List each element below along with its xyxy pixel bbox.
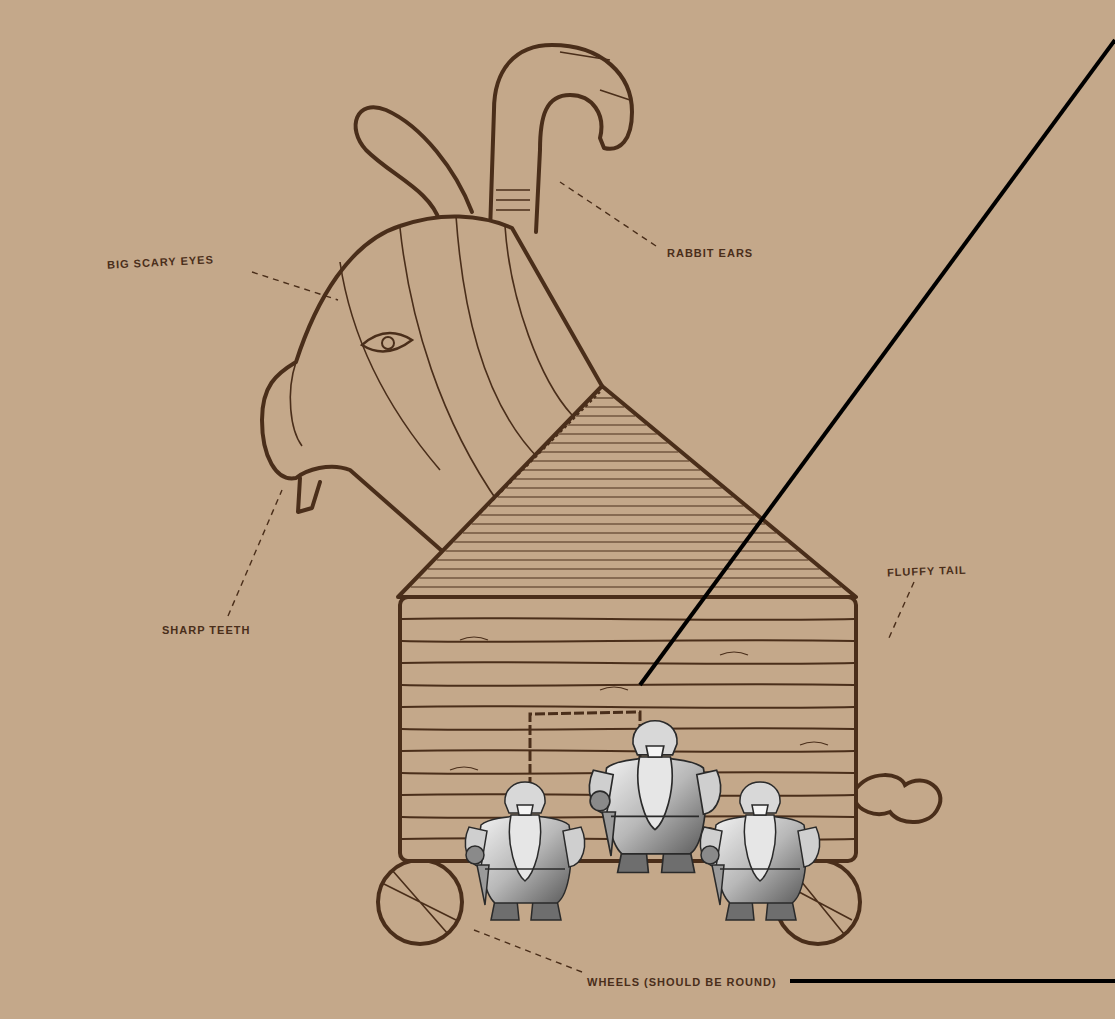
wood-grain (720, 652, 748, 655)
roof-hatch (593, 397, 613, 398)
roof (398, 386, 856, 597)
dwarf-mace (590, 791, 610, 811)
leader-line (560, 182, 656, 246)
dwarf-arm (589, 770, 613, 814)
wheel-plank (384, 870, 456, 934)
dwarf-dagger (477, 865, 489, 905)
wood-grain (450, 767, 478, 770)
wheel (378, 860, 462, 944)
roof-hatch (437, 559, 809, 560)
leader-line (474, 930, 582, 972)
roof-hatch (532, 460, 689, 461)
roof-hatch (480, 514, 754, 515)
horizontal-line (790, 979, 1115, 983)
roof-hatch (559, 433, 657, 434)
plank-line (505, 226, 572, 415)
dwarf-belt (611, 816, 699, 818)
roof-hatch (524, 469, 700, 470)
dwarf-body (479, 816, 571, 903)
dwarf-arm (798, 827, 820, 867)
leader-line (228, 490, 282, 616)
dwarf-figure (465, 782, 584, 920)
roof-hatch (550, 442, 668, 443)
log-line (402, 684, 854, 686)
part-label: SHARP TEETH (160, 624, 252, 637)
dwarf-arm (700, 827, 722, 867)
part-label: RABBIT EARS (665, 247, 755, 260)
log-line (402, 662, 854, 664)
roof-hatch (515, 478, 711, 479)
dwarf-arm (697, 770, 721, 814)
dwarf-beard (638, 757, 672, 830)
dwarf-face (752, 805, 768, 815)
tooth (298, 478, 320, 512)
roof-hatch (472, 523, 766, 524)
wood-grain (800, 742, 828, 745)
wood-grain (600, 687, 628, 690)
nose-line (290, 362, 302, 446)
leader-line (888, 582, 914, 640)
roof-hatch (463, 532, 776, 533)
roof-hatch (506, 487, 721, 488)
dwarf-beard (744, 815, 775, 881)
plank-line (400, 228, 500, 505)
log-line (402, 728, 854, 730)
dwarf-dagger (712, 865, 724, 905)
black-lines (640, 40, 1115, 981)
dwarf-face (646, 746, 664, 757)
dwarf-belt (720, 868, 800, 870)
leader-line (252, 272, 338, 300)
dwarf-arm (563, 827, 585, 867)
log-line (402, 706, 854, 708)
leader-lines (228, 182, 914, 972)
scary-eye (362, 333, 412, 351)
roof-hatch (498, 496, 733, 497)
dwarf-mace (701, 846, 719, 864)
roof-hatch (576, 415, 635, 416)
fluffy-tail (855, 775, 940, 822)
part-label: BIG SCARY EYES (105, 253, 216, 272)
log-line (402, 750, 854, 752)
ear-stitch (496, 190, 530, 210)
dwarf-belt (485, 868, 565, 870)
roof-hatch (489, 505, 743, 506)
part-label: WHEELS (SHOULD BE ROUND) (585, 976, 779, 989)
plank-line (456, 216, 540, 460)
roof-hatch (454, 541, 787, 542)
roof-hatch (428, 568, 819, 569)
log-line (402, 618, 854, 620)
roof-hatch (585, 406, 625, 407)
diagonal-line (640, 40, 1115, 685)
dwarf-body (714, 816, 806, 903)
dwarf-face (517, 805, 533, 815)
roof-outline (398, 386, 856, 597)
dwarf-dagger (602, 812, 615, 856)
plank-line (340, 262, 440, 470)
roof-edge (404, 392, 600, 590)
roof-hatch (411, 586, 841, 587)
part-label: FLUFFY TAIL (885, 564, 969, 580)
wood-grain (460, 637, 488, 640)
roof-hatch (541, 451, 678, 452)
roof-hatch (567, 424, 646, 425)
eye-outline (362, 333, 412, 351)
roof-hatch (445, 550, 797, 551)
dwarf-beard (509, 815, 540, 881)
dwarf-figure (700, 782, 819, 920)
left-ear (356, 107, 472, 222)
dwarf-mace (466, 846, 484, 864)
roof-hatch (419, 577, 830, 578)
log-line (402, 640, 854, 642)
right-ear (490, 45, 632, 232)
dwarf-figures (465, 721, 819, 920)
eye-pupil (382, 337, 394, 349)
dwarf-arm (465, 827, 487, 867)
ear-stitch (560, 52, 630, 100)
